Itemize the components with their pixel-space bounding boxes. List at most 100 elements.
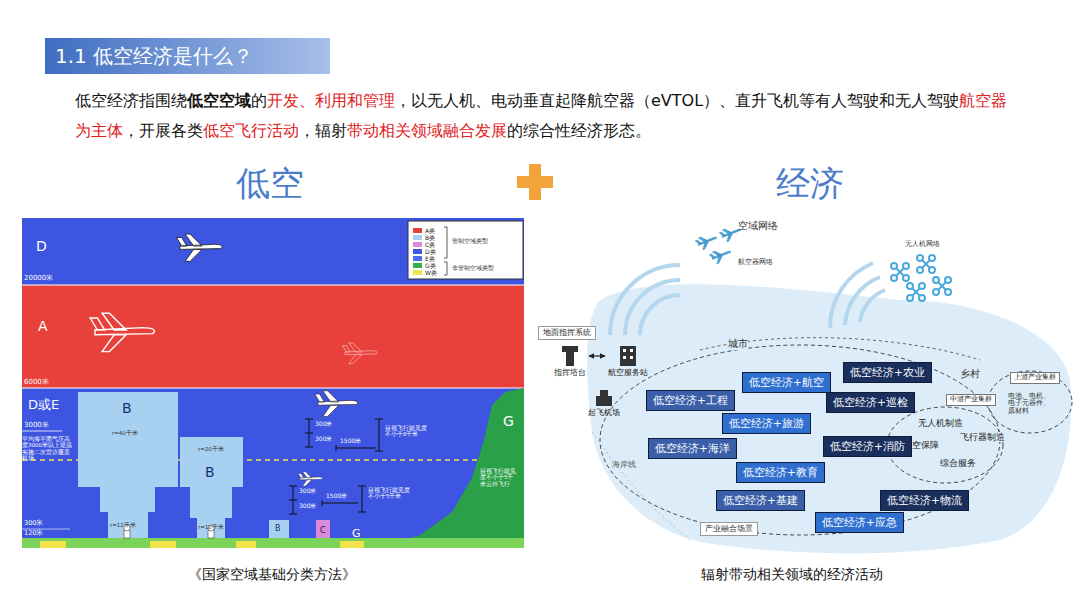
- figure-use: [315, 391, 358, 417]
- figure-line: [305, 419, 313, 420]
- network-label: 无人机网络: [905, 240, 940, 248]
- legend-text: B类: [425, 234, 435, 241]
- figure-path: [860, 290, 885, 322]
- figure-rect: [623, 356, 626, 359]
- airspace-class: D或E: [28, 398, 59, 413]
- figure-rect: [22, 388, 524, 548]
- figure-line: [379, 419, 380, 451]
- figure-use: [342, 343, 377, 364]
- node-text: 低空经济+工程: [653, 394, 728, 407]
- network-label: 空域网络: [738, 220, 778, 232]
- node-text: 上游产业集群: [1014, 374, 1056, 382]
- legend: A类B类C类D类E类G类W类: [413, 226, 437, 275]
- altitude-label: 6000米: [24, 378, 49, 386]
- economy-box: 低空经济+教育: [736, 462, 825, 483]
- figure-polygon: [380, 388, 524, 548]
- figure-ellipse: [988, 371, 1072, 433]
- radius-label: r=20千米: [198, 446, 224, 452]
- figure-path: [625, 280, 680, 335]
- economy-box: 低空经济+海洋: [648, 438, 737, 459]
- title-text: 1.1 低空经济是什么？: [55, 44, 253, 68]
- figure-g: [444, 227, 447, 275]
- figure-use: [917, 255, 935, 273]
- figure-path: [700, 338, 980, 360]
- legend-row: D类: [413, 247, 437, 254]
- economy-box: 低空经济+基建: [716, 490, 805, 511]
- figure-ellipse: [600, 345, 1000, 535]
- industry-label: 电池、电机、电子元器件、原材料: [1008, 393, 1056, 415]
- node-text: 低空经济+农业: [850, 366, 925, 379]
- paragraph-text: 低空飞行活动: [203, 121, 299, 140]
- title-banner: 1.1 低空经济是什么？: [45, 38, 330, 74]
- airspace-class: B: [122, 400, 132, 416]
- node-text: 低空经济+应急: [822, 516, 897, 529]
- figure-line: [336, 448, 376, 449]
- legend-row: G类: [413, 261, 437, 268]
- figure-use: [177, 234, 223, 261]
- section-heading: 低空: [236, 164, 304, 203]
- legend-text: W类: [425, 269, 437, 276]
- node-text: 产业融合场景: [705, 524, 753, 534]
- paragraph-text: ，辐射: [299, 121, 347, 140]
- system-box: 地面指挥系统: [538, 326, 596, 340]
- economy-box: 低空经济+农业: [843, 362, 932, 383]
- separation-label: 300米: [299, 503, 316, 510]
- figure-line: [289, 500, 297, 501]
- node-text: 低空经济+海洋: [655, 442, 730, 455]
- figure-g: [562, 346, 636, 366]
- node-text: 起飞机场: [588, 408, 620, 418]
- figure-line: [305, 433, 313, 434]
- figure-polygon: [180, 437, 243, 540]
- legend-row: E类: [413, 254, 437, 261]
- figure-rect: [596, 396, 612, 406]
- network-figure: [562, 224, 1072, 553]
- altitude-label: 3000米: [24, 421, 49, 429]
- figure-rect: [623, 349, 626, 352]
- node-text: 低空经济+基建: [723, 494, 798, 507]
- separation-label: 1500米: [326, 493, 347, 500]
- figure-g: [623, 349, 633, 359]
- economy-box: 低空经济+工程: [646, 390, 735, 411]
- paragraph-text: ，开展各类: [123, 121, 203, 140]
- economy-box: 低空经济+应急: [815, 512, 904, 533]
- separation-label: 300米: [299, 488, 316, 495]
- figure-use: [695, 232, 720, 251]
- figure-rect: [600, 390, 608, 396]
- figure-rect: [150, 541, 176, 548]
- airspace-class: D: [36, 238, 47, 254]
- airspace-class: G: [503, 413, 514, 429]
- figure-line: [322, 503, 358, 504]
- legend-swatch: [413, 228, 422, 233]
- legend-row: W类: [413, 268, 437, 275]
- figure-use: [933, 277, 951, 295]
- legend-text: E类: [425, 255, 435, 262]
- figure-use: [891, 263, 909, 281]
- economy-box: 低空经济+消防: [823, 436, 912, 457]
- node-text: 地面指挥系统: [543, 328, 591, 338]
- radius-label: r=12千米: [110, 522, 136, 528]
- radius-label: r=40千米: [112, 430, 138, 436]
- legend-text: D类: [425, 248, 436, 255]
- figure-g: [289, 419, 383, 514]
- figure-line: [375, 419, 383, 420]
- figure-line: [358, 512, 366, 513]
- airspace-class: B: [205, 464, 215, 480]
- node-text: 低空经济+消防: [830, 440, 905, 453]
- paragraph-text: 的: [251, 91, 267, 110]
- figure-path: [640, 295, 680, 335]
- legend-swatch: [413, 263, 422, 268]
- area-label: 海岸线: [612, 460, 636, 469]
- paragraph-text: 开发、利用和管理: [267, 91, 395, 110]
- legend-group: 管制空域类型: [452, 238, 488, 245]
- legend-row: A类: [413, 226, 437, 233]
- legend-text: C类: [425, 241, 435, 248]
- separation-label: 300米: [315, 421, 332, 428]
- figure-use: [298, 472, 322, 486]
- intro-paragraph: 低空经济指围绕低空空域的开发、利用和管理，以无人机、电动垂直起降航空器（eVTO…: [75, 86, 1020, 146]
- altitude-label: 120米: [24, 530, 43, 537]
- scene-box: 产业融合场景: [700, 522, 758, 536]
- figure-g: [596, 390, 612, 406]
- node-text: 低空经济+巡检: [833, 396, 908, 409]
- figure-rect: [22, 538, 524, 548]
- paragraph-text: 的综合性经济形态。: [507, 121, 651, 140]
